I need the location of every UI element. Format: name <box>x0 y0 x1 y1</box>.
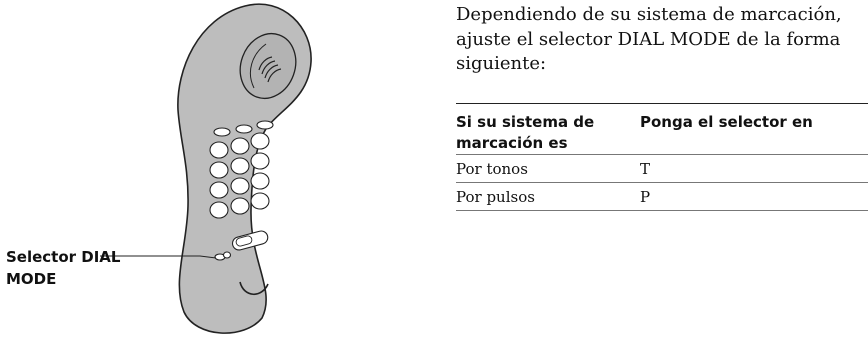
callout-leader-line <box>100 255 217 259</box>
top-key <box>235 124 253 134</box>
top-key <box>256 120 274 130</box>
telephone-handset-illustration <box>0 0 340 339</box>
instruction-text: Dependiendo de su sistema de marcación, … <box>456 4 842 74</box>
table-header-row: Si su sistema de marcación es Ponga el s… <box>456 103 868 155</box>
handset-drawing <box>100 3 312 334</box>
column-header-selector-position: Ponga el selector en <box>640 113 813 131</box>
dialing-system-cell: Por pulsos <box>456 188 535 206</box>
mouthpiece <box>239 281 269 296</box>
table-row: Por pulsos P <box>456 183 868 211</box>
top-key <box>213 127 231 137</box>
selector-position-cell: T <box>640 160 651 178</box>
selector-position-cell: P <box>640 188 651 206</box>
earpiece <box>239 32 297 100</box>
keypad <box>209 132 270 219</box>
column-header-dialing-system: Si su sistema de marcación es <box>456 113 595 152</box>
dial-mode-callout: Selector DIAL MODE <box>6 248 121 288</box>
table-row: Por tonos T <box>456 155 868 183</box>
dialing-system-cell: Por tonos <box>456 160 528 178</box>
redial-button <box>231 230 269 251</box>
dial-mode-table: Si su sistema de marcación es Ponga el s… <box>456 103 868 211</box>
